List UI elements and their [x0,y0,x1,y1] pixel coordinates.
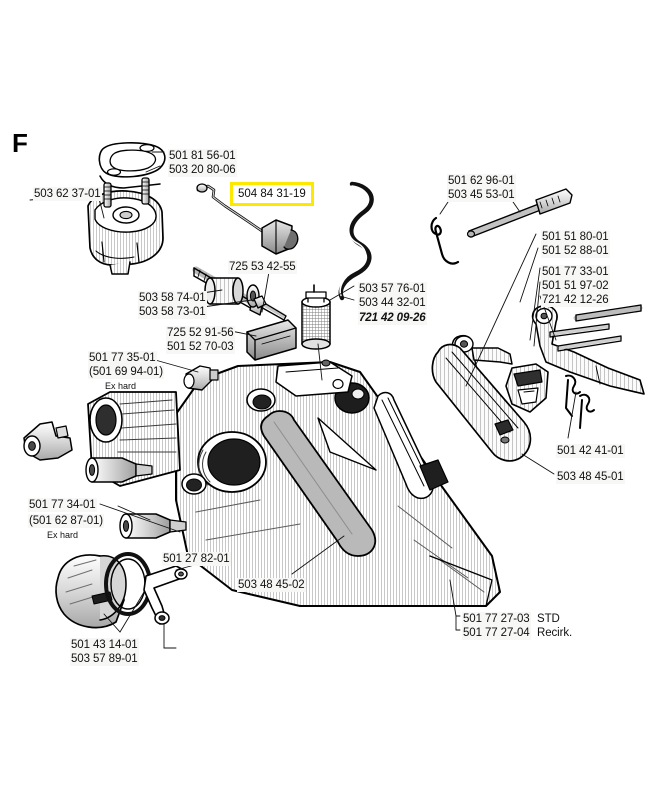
part-label[interactable]: 501 77 27-04 [462,626,531,640]
part-label[interactable]: 503 45 53-01 [447,188,516,202]
part-label[interactable]: 503 57 89-01 [70,652,139,666]
spring-clip-left-part [430,216,460,265]
part-label[interactable]: 501 77 33-01 [541,265,610,279]
highlighted-part-number[interactable]: 504 84 31-19 [230,182,314,206]
pin-rods-part [548,304,643,352]
part-label[interactable]: 503 48 45-01 [556,470,625,484]
part-label[interactable]: 503 48 45-02 [237,578,306,592]
part-label[interactable]: 501 77 35-01 [88,351,157,365]
small-spring-part [565,374,581,417]
part-label[interactable]: 501 52 70-03 [166,340,235,354]
part-label[interactable]: 501 81 56-01 [168,149,237,163]
part-label[interactable]: 501 43 14-01 [70,638,139,652]
part-label[interactable]: 501 77 34-01 [28,498,97,512]
fuel-hose-part [338,181,374,301]
part-note-ex-hard: Ex hard [47,530,79,540]
part-note-ex-hard: Ex hard [105,381,137,391]
main-housing-part [87,359,501,607]
part-label[interactable]: 501 27 82-01 [162,552,231,566]
part-label[interactable]: 725 52 91-56 [166,326,235,340]
part-label[interactable]: 501 52 88-01 [541,244,610,258]
fuel-filter-sleeve-part [204,277,287,321]
part-label[interactable]: 503 62 37-01 [33,187,102,201]
part-label[interactable]: 503 58 74-01 [138,291,207,305]
part-label[interactable]: 503 20 80-06 [168,163,237,177]
carburettor-body-part [87,177,164,275]
part-label[interactable]: 721 42 12-26 [541,293,610,307]
fuel-cap-assembly-part [55,552,188,629]
guide-bar-cover-part [431,343,532,462]
choke-rod-assembly-part [196,183,299,255]
spring-clip-right-part [579,393,595,429]
part-label[interactable]: 501 62 96-01 [447,174,516,188]
bushing-small-upper-part [183,365,219,391]
sleeve-bushing-lower-part [119,513,187,539]
latch-block-part [505,363,549,413]
cylinder-filter-part [301,284,331,350]
part-label-alt[interactable]: (501 62 87-01) [28,514,105,528]
filter-block-part [246,319,297,361]
flange-gasket-part [98,142,166,189]
bushing-large-part [23,421,73,461]
part-variant-recirk: Recirk. [537,627,573,639]
part-variant-std: STD [537,613,560,625]
part-label[interactable]: 503 44 32-01 [358,296,427,310]
sleeve-bushing-upper-part [85,457,153,483]
leader-lines [29,151,577,649]
part-label[interactable]: 501 51 97-02 [541,279,610,293]
throttle-rod-part [466,188,573,238]
part-label[interactable]: 503 57 76-01 [358,282,427,296]
part-label[interactable]: 501 42 41-01 [556,444,625,458]
part-label-alt[interactable]: (501 69 94-01) [88,365,165,379]
part-label[interactable]: 501 77 27-03 [462,612,531,626]
part-label[interactable]: 503 58 73-01 [138,305,207,319]
part-label[interactable]: 725 53 42-55 [228,260,297,274]
part-label[interactable]: 501 51 80-01 [541,230,610,244]
section-letter: F [12,128,28,158]
part-label-bold[interactable]: 721 42 09-26 [358,311,427,325]
